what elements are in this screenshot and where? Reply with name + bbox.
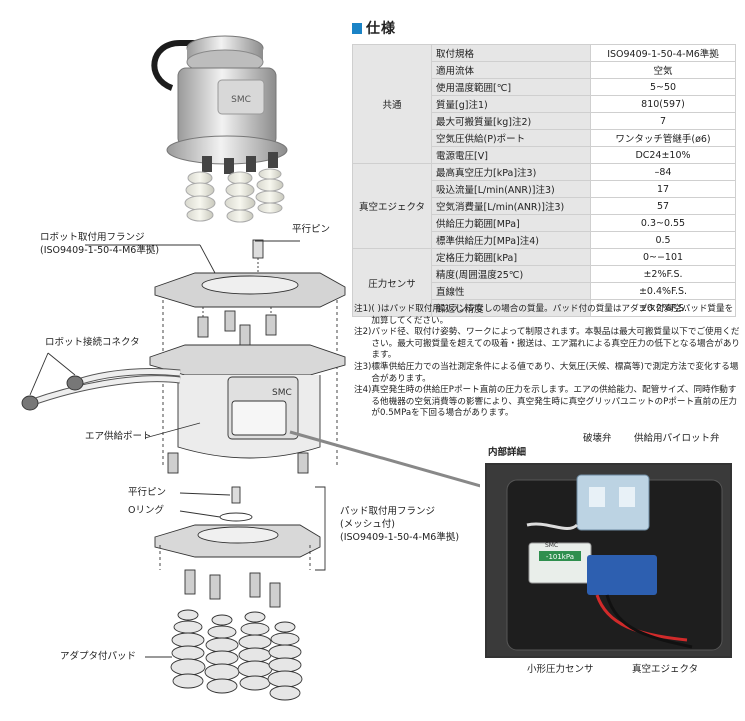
sensor-brand: SMC (545, 542, 558, 549)
label-adapter-pad: アダプタ付パッド (60, 651, 137, 662)
spec-value: 57 (590, 197, 736, 215)
spec-value: 5~50 (590, 78, 736, 96)
label-o-ring: Oリング (128, 505, 164, 516)
spec-value: ISO9409-1-50-4-M6準拠 (590, 44, 736, 62)
table-row: 質量[g]注1) 810(597) (353, 95, 736, 113)
spec-value: DC24±10% (590, 146, 736, 164)
spec-item: 精度(周囲温度25℃) (431, 265, 591, 283)
spec-value: ±0.4%F.S. (590, 282, 736, 300)
exploded-diagram: SMC (21, 239, 480, 701)
table-row: 精度(周囲温度25℃) ±2%F.S. (353, 265, 736, 283)
spec-value: –84 (590, 163, 736, 181)
note: 注4) 真空発生時の供給圧Pポート直前の圧力を示します。エアの供給能力、配管サイ… (354, 385, 740, 420)
table-row: 吸込流量[L/min(ANR)]注3) 17 (353, 180, 736, 198)
spec-value: 0.5 (590, 231, 736, 249)
sensor-display: -101kPa (546, 553, 574, 561)
label-vacuum-ejector: 真空エジェクタ (632, 664, 699, 675)
table-row: 供給圧力範囲[MPa] 0.3~0.55 (353, 214, 736, 232)
note-label: 注1) (354, 304, 372, 314)
label-pilot-valve: 供給用パイロット弁 (634, 433, 720, 444)
label-break-valve: 破壊弁 (583, 433, 612, 444)
detail-illustration: -101kPa SMC (487, 465, 730, 656)
spec-item: 取付規格 (431, 44, 591, 62)
note-text: 標準供給圧力での当社測定条件による値であり、大気圧(天候、標高等)で測定方法で変… (371, 361, 739, 384)
table-row: 直線性 ±0.4%F.S. (353, 282, 736, 300)
group-sensor: 圧力センサ (352, 248, 432, 317)
label-robot-flange-std: (ISO9409-1-50-4-M6準拠) (40, 245, 160, 256)
note-label: 注3) (354, 361, 372, 372)
table-row: 真空エジェクタ 最高真空圧力[kPa]注3) –84 (352, 163, 736, 249)
spec-value: ±2%F.S. (590, 265, 736, 283)
table-row: 適用流体 空気 (353, 61, 736, 79)
label-pad-flange-std: (ISO9409-1-50-4-M6準拠) (340, 532, 460, 543)
note-text: 真空発生時の供給圧Pポート直前の圧力を示します。エアの供給能力、配管サイズ、同時… (371, 385, 738, 419)
note-label: 注2) (354, 327, 372, 338)
product-brand: SMC (231, 95, 251, 105)
spec-value: 空気 (590, 61, 736, 79)
section-title: 仕様 (366, 21, 396, 37)
table-row: 標準供給圧力[MPa]注4) 0.5 (353, 231, 736, 249)
spec-value: 810(597) (590, 95, 736, 113)
diagram-brand: SMC (272, 388, 292, 398)
label-robot-flange: ロボット取付用フランジ (40, 232, 145, 243)
note-text: パッド径、取付け姿勢、ワークによって制限されます。本製品は最大可搬質量以下でご使… (371, 327, 741, 361)
note-text: ( )はパッド取付用フランジなしの場合の質量。パッド付の質量はアダプタ付真空パッ… (371, 304, 734, 326)
spec-item: 適用流体 (431, 61, 591, 79)
spec-value: 17 (590, 180, 736, 198)
label-pressure-sensor: 小形圧力センサ (527, 664, 594, 675)
label-pad-flange: パッド取付用フランジ (340, 506, 436, 517)
spec-item: 供給圧力範囲[MPa] (431, 214, 591, 232)
table-row: 圧力センサ 定格圧力範囲[kPa] 0~−101 (352, 248, 736, 317)
spec-value: 0~−101 (590, 248, 736, 266)
spec-item: 最大可搬質量[kg]注2) (431, 112, 591, 130)
spec-item: 空気消費量[L/min(ANR)]注3) (431, 197, 591, 215)
note: 注2) パッド径、取付け姿勢、ワークによって制限されます。本製品は最大可搬質量以… (354, 327, 740, 362)
spec-item: 標準供給圧力[MPa]注4) (431, 231, 591, 249)
group-common: 共通 (352, 44, 432, 164)
label-parallel-pin-top: 平行ピン (292, 224, 331, 235)
table-row: 空気消費量[L/min(ANR)]注3) 57 (353, 197, 736, 215)
spec-item: 電源電圧[V] (431, 146, 591, 164)
section-marker (352, 23, 362, 34)
spec-item: 使用温度範囲[℃] (431, 78, 591, 96)
label-pad-flange-mesh: (メッシュ付) (340, 519, 395, 530)
table-row: 共通 取付規格 ISO9409-1-50-4-M6準拠 (352, 44, 736, 164)
notes: 注1) ( )はパッド取付用フランジなしの場合の質量。パッド付の質量はアダプタ付… (354, 304, 740, 420)
label-parallel-pin-bottom: 平行ピン (128, 487, 167, 498)
label-robot-connector: ロボット接続コネクタ (45, 337, 140, 348)
spec-value: 7 (590, 112, 736, 130)
spec-value: ±0.2%F.S. (590, 299, 736, 317)
product-photo: SMC (151, 35, 288, 223)
spec-value: 0.3~0.55 (590, 214, 736, 232)
table-row: 最大可搬質量[kg]注2) 7 (353, 112, 736, 130)
detail-title: 内部詳細 (488, 447, 527, 458)
spec-item: 空気圧供給(P)ポート (431, 129, 591, 147)
spec-table: 共通 取付規格 ISO9409-1-50-4-M6準拠 適用流体 空気 使用温度… (352, 44, 736, 317)
label-air-port: エア供給ポート (85, 431, 152, 442)
spec-item: 定格圧力範囲[kPa] (431, 248, 591, 266)
detail-photo: -101kPa SMC (485, 463, 732, 658)
note: 注1) ( )はパッド取付用フランジなしの場合の質量。パッド付の質量はアダプタ付… (354, 304, 740, 327)
table-row: 繰返し精度 ±0.2%F.S. (353, 299, 736, 317)
note: 注3) 標準供給圧力での当社測定条件による値であり、大気圧(天候、標高等)で測定… (354, 362, 740, 385)
spec-value: ワンタッチ管継手(ø6) (590, 129, 736, 147)
spec-item: 繰返し精度 (431, 299, 591, 317)
spec-item: 質量[g]注1) (431, 95, 591, 113)
spec-item: 最高真空圧力[kPa]注3) (431, 163, 591, 181)
group-ejector: 真空エジェクタ (352, 163, 432, 249)
spec-item: 吸込流量[L/min(ANR)]注3) (431, 180, 591, 198)
note-label: 注4) (354, 385, 372, 396)
